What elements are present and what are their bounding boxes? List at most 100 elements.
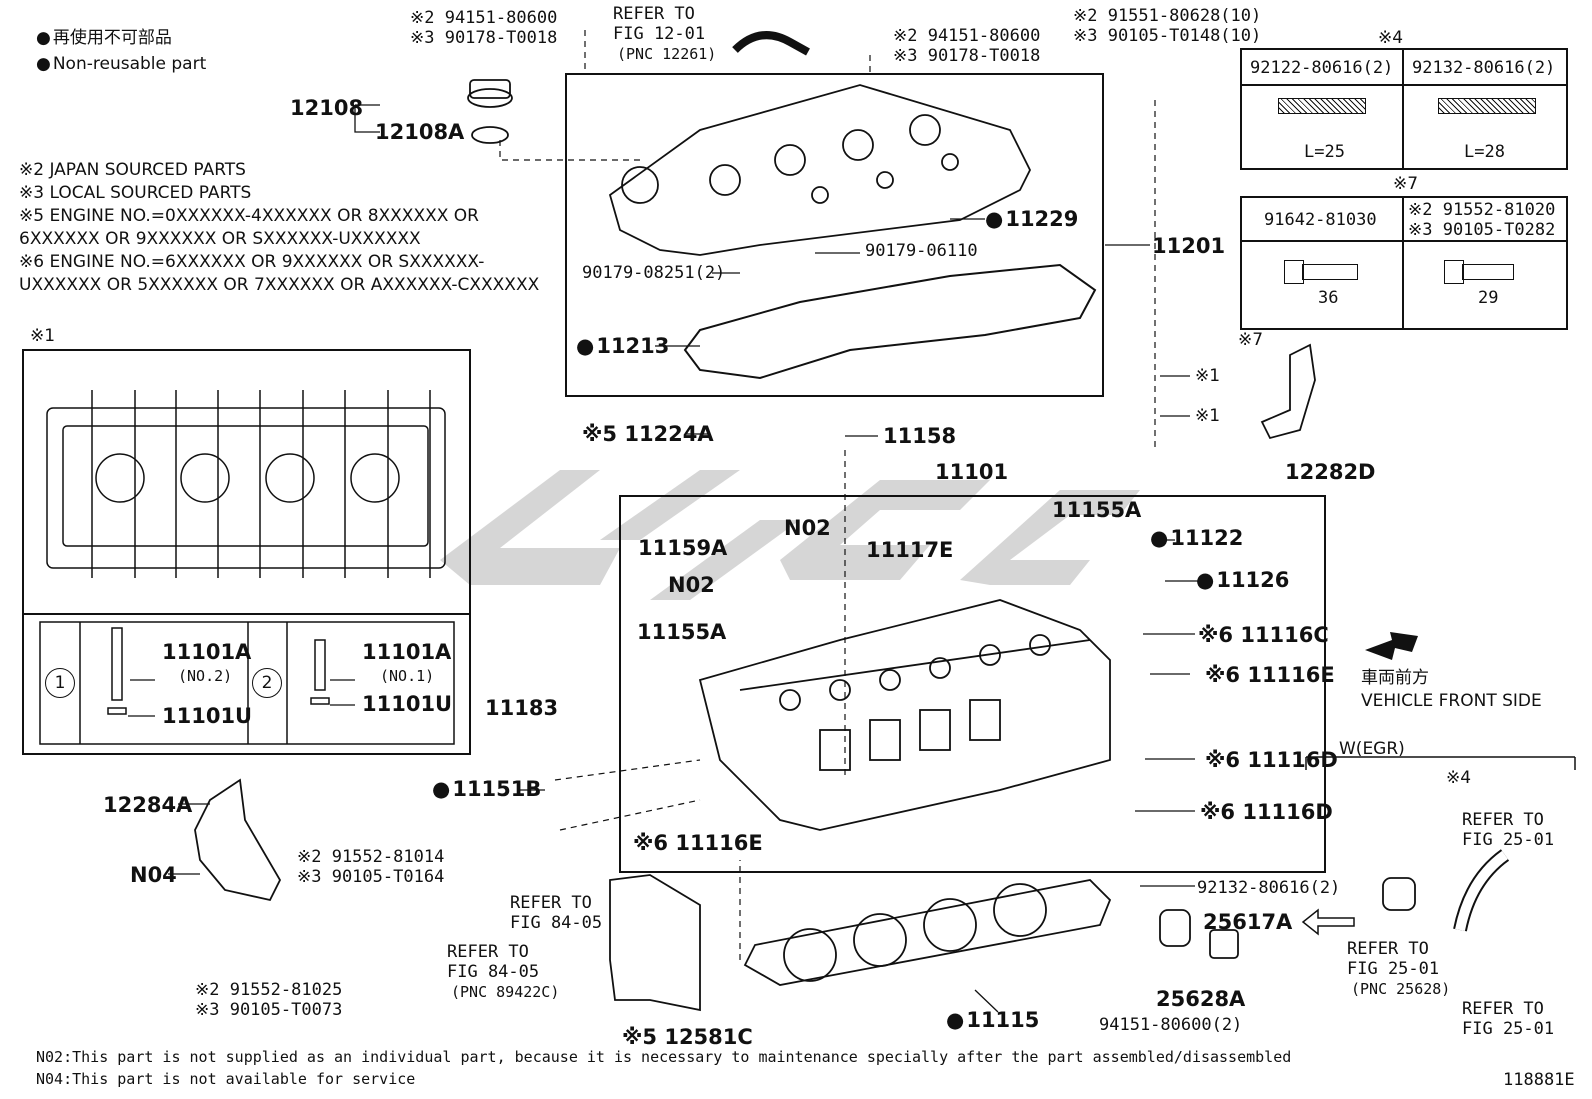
ref-12-01-a: REFER TO <box>613 4 695 24</box>
ref-25-01-c: REFER TO <box>1347 939 1429 959</box>
note-5b: 6XXXXXX OR 9XXXXXX OR SXXXXXX-UXXXXXX <box>19 229 421 249</box>
bolt-number-circle-1: 1 <box>45 668 75 698</box>
ref-25-01-b: FIG 25-01 <box>1462 830 1555 850</box>
part-11122: 11122 <box>1150 528 1243 549</box>
table-4-col1: 92122-80616(2) <box>1250 58 1394 78</box>
inset-1-box <box>22 349 471 755</box>
part-11116d-a: ※6 11116D <box>1205 748 1338 772</box>
ref-12-01-c: (PNC 12261) <box>617 45 717 63</box>
part-12581c: ※5 12581C <box>622 1025 753 1049</box>
part-11155a-top: 11155A <box>1052 498 1142 522</box>
inset-1-mark: ※1 <box>30 326 56 346</box>
cover-assembly-box <box>565 73 1104 397</box>
callout-c2b: ※3 90178-T0018 <box>893 46 1041 66</box>
cylinder-head-box <box>619 495 1326 873</box>
bolt-number-circle-2: 2 <box>252 668 282 698</box>
legend-jp: 再使用不可部品 <box>36 30 172 47</box>
washer-1-label: 11101U <box>162 704 253 728</box>
footer-n02: N02:This part is not supplied as an indi… <box>36 1048 1292 1066</box>
valve-cover-drawing <box>608 84 1032 256</box>
part-25628a: 25628A <box>1156 987 1246 1011</box>
bracket-12282d-drawing <box>1260 343 1316 440</box>
part-n02-a: N02 <box>784 516 831 540</box>
part-11115: 11115 <box>946 1010 1039 1031</box>
valve-cover-gasket-drawing <box>683 263 1097 380</box>
note-5a: ※5 ENGINE NO.=0XXXXXX-4XXXXXX OR 8XXXXXX… <box>19 206 479 226</box>
part-90179-06110: 90179-06110 <box>865 241 978 261</box>
part-11201: 11201 <box>1152 234 1226 258</box>
part-11116e-right: ※6 11116E <box>1205 663 1335 687</box>
mark-x1-bolt: ※1 <box>1195 366 1221 386</box>
part-11224a: ※5 11224A <box>582 422 714 446</box>
note-6b: UXXXXXX OR 5XXXXXX OR 7XXXXXX OR AXXXXXX… <box>19 275 540 295</box>
vehicle-front-arrow <box>1365 632 1418 660</box>
part-11117e: 11117E <box>866 538 954 562</box>
bolt-no2-label: 11101A <box>162 640 252 664</box>
part-11158: 11158 <box>883 424 957 448</box>
part-94151-80600: 94151-80600(2) <box>1099 1015 1243 1035</box>
head-gasket-drawing <box>743 879 1112 986</box>
bracket-12284a-drawing <box>194 778 282 902</box>
inset-head-bolt-pattern <box>46 390 446 578</box>
part-90179-08251: 90179-08251(2) <box>582 263 726 283</box>
callout-c2a: ※2 94151-80600 <box>893 26 1041 46</box>
ref-12-01-b: FIG 12-01 <box>613 24 706 44</box>
ref-84-05-a: REFER TO <box>510 893 592 913</box>
table-7-mark: ※7 <box>1393 174 1419 194</box>
ref-84-05-e: (PNC 89422C) <box>451 983 560 1001</box>
callout-c1b: ※3 90178-T0018 <box>410 28 558 48</box>
table-4-mark: ※4 <box>1378 28 1404 48</box>
part-92132-80616: 92132-80616(2) <box>1197 878 1341 898</box>
callout-c4b: ※3 90105-T0164 <box>297 867 445 887</box>
legend-en: Non-reusable part <box>36 56 206 73</box>
part-12282d: 12282D <box>1285 460 1376 484</box>
note-2: ※2 JAPAN SOURCED PARTS <box>19 160 246 180</box>
timing-cover-drawing <box>609 874 701 1012</box>
ref-84-05-d: FIG 84-05 <box>447 962 540 982</box>
ref-25-01-g: FIG 25-01 <box>1462 1019 1555 1039</box>
oil-filler-cap-drawing <box>467 79 513 144</box>
part-11213: 11213 <box>576 336 669 357</box>
part-11229: 11229 <box>985 209 1078 230</box>
figure-id: 118881E <box>1503 1070 1575 1090</box>
inset-bolt-icons <box>107 627 330 715</box>
part-11151b: 11151B <box>432 779 541 800</box>
footer-n04: N04:This part is not available for servi… <box>36 1070 416 1088</box>
vehicle-front-en: VEHICLE FRONT SIDE <box>1361 691 1542 711</box>
mark-x7: ※7 <box>1238 330 1264 350</box>
part-12108: 12108 <box>290 96 364 120</box>
part-12284a: 12284A <box>103 793 193 817</box>
note-3: ※3 LOCAL SOURCED PARTS <box>19 183 252 203</box>
callout-c3b: ※3 90105-T0148(10) <box>1073 26 1262 46</box>
table-7-col2a: ※2 91552-81020 <box>1408 200 1556 220</box>
part-12108a: 12108A <box>375 120 465 144</box>
table-4-col2: 92132-80616(2) <box>1412 58 1556 78</box>
table-7-col2b: ※3 90105-T0282 <box>1408 220 1556 240</box>
cylinder-head-drawing <box>698 599 1111 831</box>
vehicle-front-jp: 車両前方 <box>1361 668 1429 688</box>
part-11155a: 11155A <box>637 620 727 644</box>
part-11116d-b: ※6 11116D <box>1200 800 1333 824</box>
washer-2-label: 11101U <box>362 692 453 716</box>
egr-label: W(EGR) <box>1339 739 1405 759</box>
part-11159a: 11159A <box>638 536 728 560</box>
part-n04: N04 <box>130 863 177 887</box>
mark-x1-washer: ※1 <box>1195 406 1221 426</box>
callout-c1a: ※2 94151-80600 <box>410 8 558 28</box>
table-7: 91642-81030 ※2 91552-81020 ※3 90105-T028… <box>1240 196 1568 330</box>
callout-c4a: ※2 91552-81014 <box>297 847 445 867</box>
table-4-l1: L=25 <box>1304 142 1345 162</box>
table-4-l2: L=28 <box>1464 142 1505 162</box>
part-11126: 11126 <box>1196 570 1289 591</box>
part-11116c: ※6 11116C <box>1198 623 1329 647</box>
table-7-col1: 91642-81030 <box>1264 210 1377 230</box>
table-7-l2: 29 <box>1478 288 1499 308</box>
callout-c5a: ※2 91552-81025 <box>195 980 343 1000</box>
mark-x4: ※4 <box>1446 768 1472 788</box>
ref-84-05-b: FIG 84-05 <box>510 913 603 933</box>
callout-c3a: ※2 91551-80628(10) <box>1073 6 1262 26</box>
part-11101: 11101 <box>935 460 1009 484</box>
bolt-no1-label: 11101A <box>362 640 452 664</box>
hose-drawing <box>732 31 810 56</box>
